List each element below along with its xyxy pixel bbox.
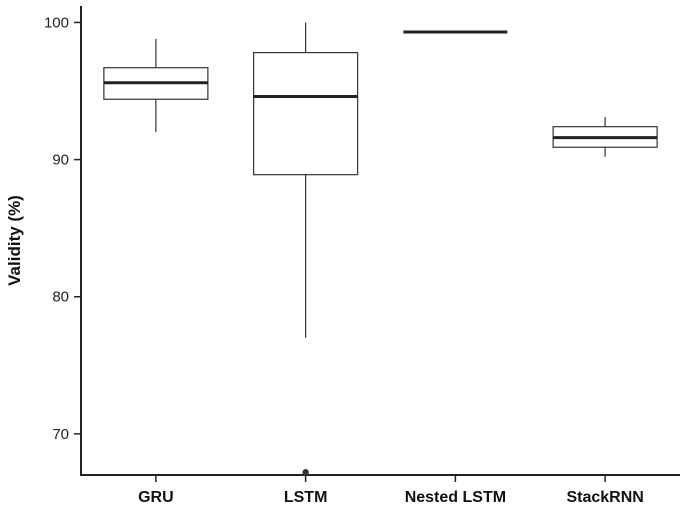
x-tick-label: StackRNN <box>566 489 643 506</box>
boxes <box>103 22 658 476</box>
y-tick-label: 100 <box>44 14 69 31</box>
category-labels: GRU LSTM Nested LSTM StackRNN <box>138 475 644 506</box>
y-ticks: 70 80 90 100 <box>44 14 81 443</box>
outlier-point <box>302 469 309 476</box>
iqr-box <box>253 52 359 176</box>
y-tick-label: 70 <box>52 426 69 443</box>
box-stackrnn <box>552 117 658 157</box>
box-lstm <box>253 22 359 476</box>
box-gru <box>103 38 209 133</box>
x-tick-label: LSTM <box>284 489 328 506</box>
axes <box>80 6 680 476</box>
x-tick-label: Nested LSTM <box>405 489 506 506</box>
y-tick-label: 80 <box>52 289 69 306</box>
x-tick-label: GRU <box>138 489 174 506</box>
y-axis-title: Validity (%) <box>5 195 24 286</box>
y-tick-label: 90 <box>52 152 69 169</box>
